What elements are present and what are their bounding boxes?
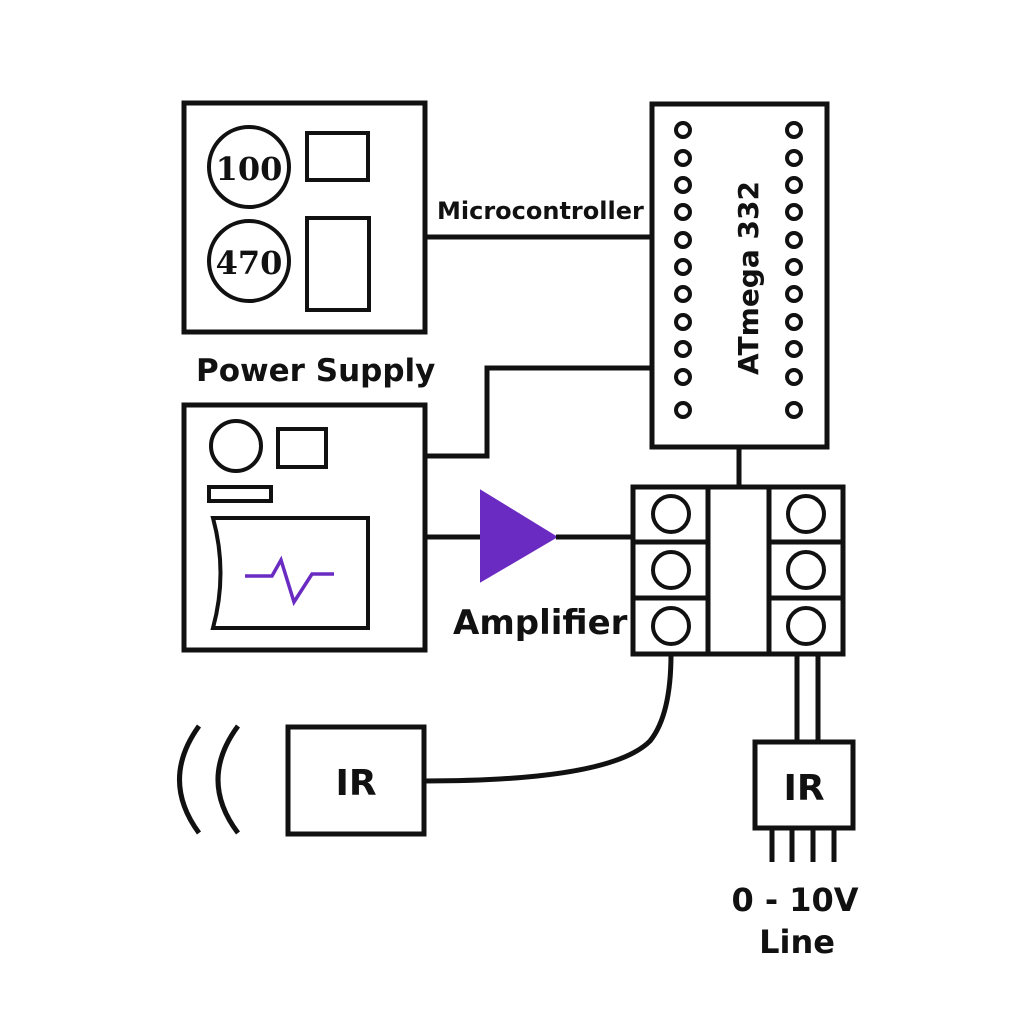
chip-right-pins [785,121,803,419]
waveform-icon [245,555,334,607]
chip-left-pins [674,121,692,419]
amplifier-label: Amplifier [453,603,628,643]
ir-receiver-label: IR [783,768,824,809]
display-screen-icon [210,516,370,630]
chip-small-icon [276,427,328,469]
ir-wave-inner-icon [215,724,241,835]
microcontroller-chip: ATmega 332 [649,101,830,450]
chip-name: ATmega 332 [732,181,765,375]
power-supply-block: 100 470 [181,100,428,335]
sensor-module-block [181,402,428,653]
ir-sender-label: IR [335,763,376,804]
terminal-screw-icon [651,494,691,534]
connector-strip-icon [207,485,273,503]
ir-receiver-leads [769,828,837,862]
capacitor-bottom-value: 470 [216,244,283,282]
ir-sender-box [285,724,427,837]
resistor-large-icon [305,216,371,312]
terminal-screw-icon [651,606,691,646]
line-word-label: Line [759,923,835,961]
terminal-screw-icon [786,606,826,646]
capacitor-top-value: 100 [216,150,283,188]
line-range-label: 0 - 10V [731,881,858,919]
ir-wave-outer-icon [177,724,202,835]
terminal-screw-icon [786,550,826,590]
wire-ir-to-terminal [423,653,674,784]
terminal-block [630,484,846,657]
terminal-screw-icon [651,550,691,590]
capacitor-100-icon [207,125,291,209]
amplifier-triangle-icon [480,489,558,583]
ir-receiver-box [752,739,856,831]
power-supply-label: Power Supply [196,353,435,389]
resistor-small-icon [305,131,370,182]
microcontroller-label: Microcontroller [437,197,644,225]
wire-module-to-mcu [425,365,652,459]
capacitor-470-icon [207,219,291,303]
knob-icon [209,419,263,473]
terminal-screw-icon [786,494,826,534]
